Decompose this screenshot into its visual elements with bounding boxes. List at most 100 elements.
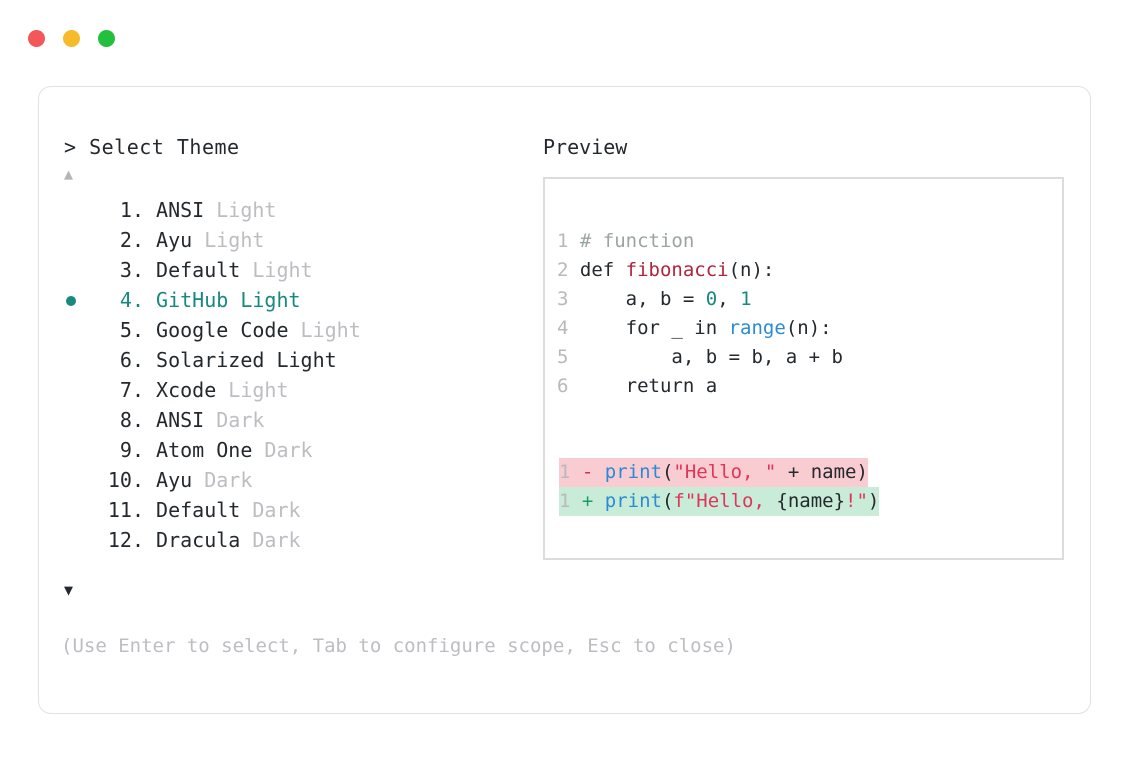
theme-item-number: 4. (119, 288, 144, 312)
code-token: fibonacci (625, 259, 729, 281)
theme-item-number: 6. (119, 348, 144, 372)
code-token: a, b = b, a + b (579, 346, 843, 368)
theme-item-variant: Light (192, 228, 265, 252)
selected-bullet-icon (66, 296, 76, 306)
line-number: 1 (557, 230, 569, 252)
theme-item-name: Default (144, 258, 241, 282)
code-token: a, b = (579, 288, 706, 310)
theme-item-number: 11. (107, 498, 144, 522)
code-token: "Hello, " (673, 461, 777, 483)
theme-item-number: 2. (119, 228, 144, 252)
code-gap (568, 375, 579, 397)
code-token: def (579, 259, 626, 281)
code-token: (n): (785, 317, 832, 339)
scroll-up-arrow-icon[interactable]: ▲ (64, 165, 74, 183)
code-token: {name} (776, 490, 846, 512)
theme-item-number: 1. (119, 198, 144, 222)
code-token: ( (661, 490, 674, 512)
theme-list-item[interactable]: 2. Ayu Light (64, 225, 504, 255)
code-line: 6 return a (557, 372, 843, 401)
code-token: range (728, 317, 786, 339)
theme-item-variant: Dark (204, 408, 265, 432)
theme-item-name: Atom One (144, 438, 253, 462)
code-gap (568, 317, 579, 339)
theme-item-variant: Light (240, 258, 313, 282)
close-button[interactable] (28, 30, 45, 47)
line-number: 4 (557, 317, 569, 339)
code-token: !" (845, 490, 868, 512)
theme-list-item[interactable]: 4. GitHub Light (64, 285, 504, 315)
theme-item-number: 7. (119, 378, 144, 402)
code-token: f"Hello, (673, 490, 777, 512)
theme-item-number: 9. (119, 438, 144, 462)
theme-item-variant: Dark (240, 528, 301, 552)
diff-sign: - (570, 461, 605, 483)
diff-line-add: 1 + print(f"Hello, {name}!") (559, 487, 880, 516)
theme-list-item[interactable]: 3. Default Light (64, 255, 504, 285)
code-gap (568, 346, 579, 368)
theme-item-variant: Light (204, 198, 277, 222)
code-token: for _ in (579, 317, 729, 339)
theme-item-variant: Dark (240, 498, 301, 522)
theme-item-name: ANSI (144, 198, 205, 222)
line-number: 3 (557, 288, 569, 310)
theme-list-item[interactable]: 11. Default Dark (64, 495, 504, 525)
theme-item-name: Solarized Light (144, 348, 337, 372)
theme-item-number: 5. (119, 318, 144, 342)
code-line: 4 for _ in range(n): (557, 314, 843, 343)
code-token: # function (579, 230, 695, 252)
diff-line-del: 1 - print("Hello, " + name) (559, 458, 868, 487)
preview-label: Preview (543, 135, 628, 159)
code-line: 5 a, b = b, a + b (557, 343, 843, 372)
theme-list-item[interactable]: 6. Solarized Light (64, 345, 504, 375)
theme-item-name: Dracula (144, 528, 241, 552)
window-traffic-lights (28, 30, 115, 47)
code-token: print (604, 461, 662, 483)
code-token: ) (856, 461, 868, 483)
scroll-down-arrow-icon[interactable]: ▼ (64, 581, 74, 599)
code-token: ( (661, 461, 674, 483)
line-number: 1 (559, 461, 571, 483)
theme-item-name: GitHub Light (144, 288, 301, 312)
code-line: 2 def fibonacci(n): (557, 256, 843, 285)
code-line: 3 a, b = 0, 1 (557, 285, 843, 314)
line-number: 5 (557, 346, 569, 368)
code-token: return a (579, 375, 718, 397)
maximize-button[interactable] (98, 30, 115, 47)
theme-list-item[interactable]: 9. Atom One Dark (64, 435, 504, 465)
code-token: 0 (705, 288, 718, 310)
theme-item-name: Default (144, 498, 241, 522)
code-token: , (717, 288, 741, 310)
theme-list-item[interactable]: 7. Xcode Light (64, 375, 504, 405)
theme-item-variant: Dark (252, 438, 313, 462)
theme-item-name: ANSI (144, 408, 205, 432)
line-number: 2 (557, 259, 569, 281)
code-token: ) (867, 490, 880, 512)
line-number: 6 (557, 375, 569, 397)
theme-list-item[interactable]: 5. Google Code Light (64, 315, 504, 345)
keyboard-hint: (Use Enter to select, Tab to configure s… (61, 635, 736, 657)
theme-list-item[interactable]: 8. ANSI Dark (64, 405, 504, 435)
theme-item-number: 12. (107, 528, 144, 552)
theme-list-item[interactable]: 12. Dracula Dark (64, 525, 504, 555)
theme-item-name: Ayu (144, 468, 193, 492)
code-token: (n): (728, 259, 775, 281)
minimize-button[interactable] (63, 30, 80, 47)
theme-list-item[interactable]: 10. Ayu Dark (64, 465, 504, 495)
theme-item-name: Google Code (144, 318, 289, 342)
theme-item-number: 8. (119, 408, 144, 432)
theme-list-item[interactable]: 1. ANSI Light (64, 195, 504, 225)
theme-item-variant: Dark (192, 468, 253, 492)
theme-item-name: Xcode (144, 378, 217, 402)
code-token: 1 (740, 288, 752, 310)
line-number: 1 (559, 490, 571, 512)
code-gap (568, 288, 579, 310)
theme-item-number: 10. (107, 468, 144, 492)
code-token: + name (776, 461, 857, 483)
theme-item-name: Ayu (144, 228, 193, 252)
diff-preview: 1 - print("Hello, " + name)1 + print(f"H… (559, 458, 880, 516)
code-token: print (604, 490, 662, 512)
